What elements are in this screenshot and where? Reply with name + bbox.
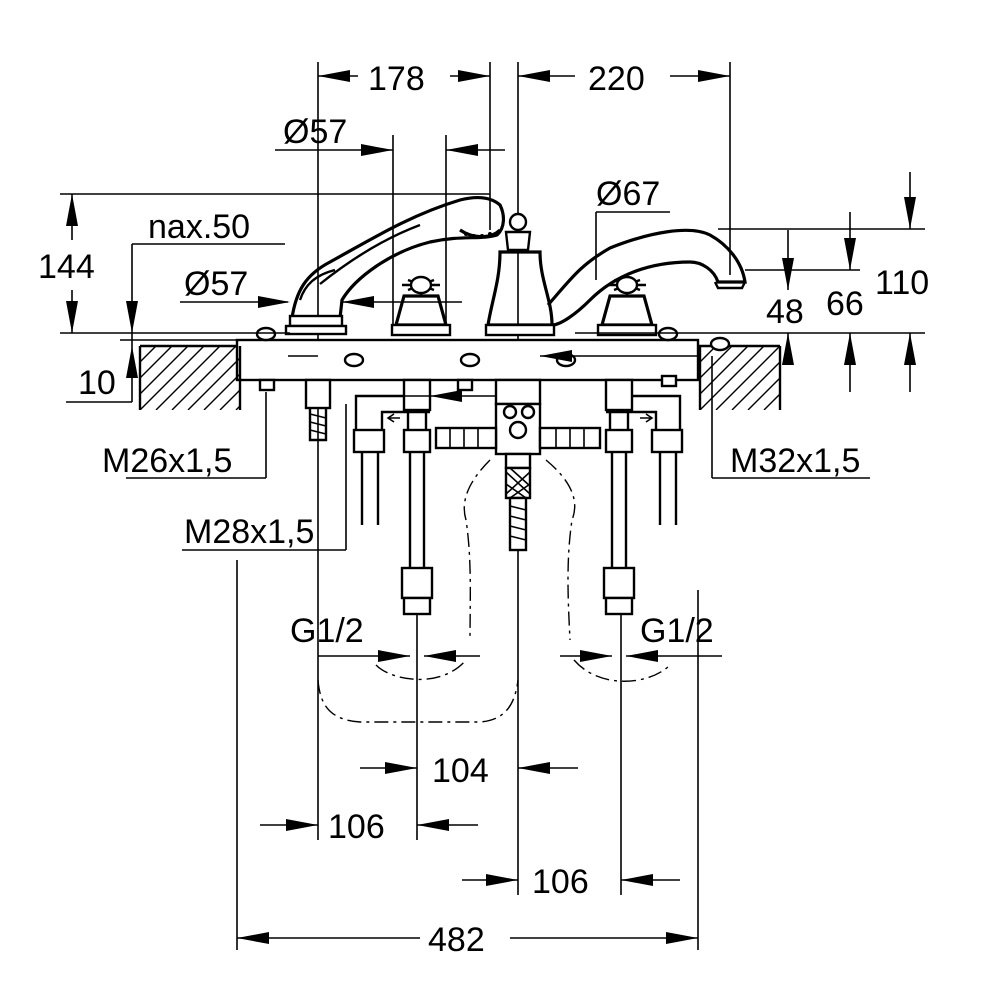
hatch-line [155, 346, 221, 410]
hatch-line [700, 346, 765, 410]
dim-220: 220 [588, 60, 645, 98]
hatch-line [763, 393, 780, 410]
hatch-line [700, 346, 717, 363]
dim-144: 144 [38, 248, 95, 286]
deck-hatch-right [700, 346, 892, 410]
hand-shower [284, 195, 505, 336]
deck-plate [138, 338, 892, 410]
hatch-line [731, 361, 780, 410]
hatch-line [700, 346, 733, 379]
dimension-labels: 178 220 Ø57 Ø67 144 nax.50 Ø57 110 48 66… [38, 60, 929, 959]
diameter-symbol: Ø [283, 113, 309, 151]
hatch-line [140, 346, 189, 395]
hatch-line [747, 377, 780, 410]
hatch-line [187, 357, 240, 410]
dim-104: 104 [432, 752, 489, 790]
dim-diameter-67-value: 67 [622, 175, 660, 213]
underdeck-plumbing [304, 378, 684, 616]
thread-m32: M32x1,5 [730, 442, 860, 480]
hatch-line [140, 346, 205, 410]
shower-head-dots [464, 232, 492, 238]
dim-106-left: 106 [328, 808, 385, 846]
dim-110: 110 [875, 264, 929, 302]
dim-diameter-57-top-value: 57 [309, 113, 347, 151]
diameter-symbol: Ø [184, 265, 210, 303]
hatch-line [219, 389, 240, 410]
valve-handle-left [390, 275, 452, 337]
dim-diameter-57-top: Ø57 [283, 113, 347, 151]
dim-178: 178 [368, 60, 425, 98]
diameter-symbol: Ø [596, 175, 622, 213]
valve-handle-right [596, 275, 658, 337]
dim-max-50: nax.50 [148, 208, 250, 246]
thread-m28: M28x1,5 [184, 513, 314, 551]
hatch-line [171, 346, 237, 410]
dim-48: 48 [766, 293, 804, 331]
hatch-line [140, 346, 173, 379]
hose-outlines [317, 459, 671, 723]
hatch-line [715, 346, 780, 410]
thread-m26: M26x1,5 [102, 442, 232, 480]
dim-66: 66 [826, 285, 864, 323]
dim-diameter-67: Ø67 [596, 175, 660, 213]
hatch-line [203, 373, 240, 410]
hatch-line [812, 346, 876, 410]
spout [484, 212, 747, 337]
dim-482: 482 [428, 921, 485, 959]
thread-g-right: G1/2 [640, 612, 714, 650]
mounting-nuts [255, 326, 731, 392]
dimension-lines [60, 70, 925, 944]
deck-hatch-left [140, 346, 240, 410]
hatch-line [828, 346, 892, 410]
thread-g-left: G1/2 [290, 612, 364, 650]
hatch-line [140, 346, 157, 363]
dim-106-right: 106 [532, 863, 589, 901]
dim-diameter-57-valve: Ø57 [184, 265, 248, 303]
dim-10: 10 [78, 364, 116, 402]
hatch-line [700, 346, 749, 395]
dim-diameter-57-valve-value: 57 [210, 265, 248, 303]
